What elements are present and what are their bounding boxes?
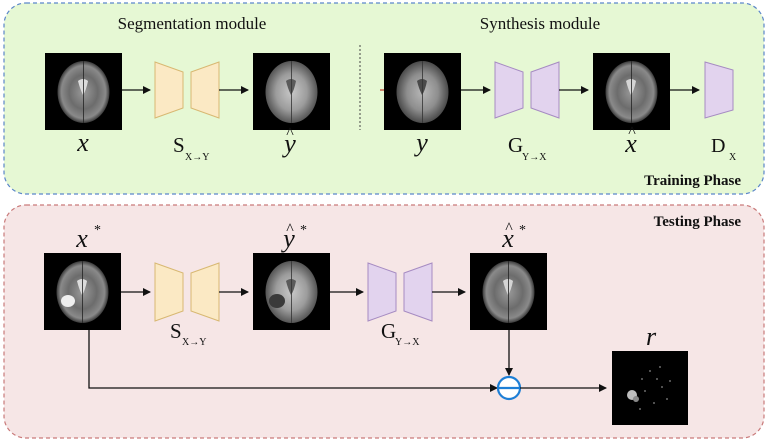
label-disc-main: D [711,135,725,157]
label-residual: r [646,322,657,351]
label-test-seg-main: S [170,319,182,343]
brain-y-hat-star-image [253,253,330,330]
label-disc-sub: X [729,152,737,163]
training-phase-panel: Segmentation module Synthesis module Tra… [3,2,765,195]
label-x-hat-star-caret: ^ [505,220,513,237]
label-gen-sub: Y→X [522,152,547,163]
label-y-hat-star: y [280,224,295,253]
brain-residual-image [612,351,688,425]
brain-x-hat-image [593,53,670,130]
segmentation-network-test-icon [154,262,220,322]
testing-phase-panel: Testing Phase x * S X→Y y ^ * [3,204,765,439]
label-x-hat-star: x [501,224,514,253]
segmentation-network-icon [154,61,220,119]
generator-network-test-icon [367,262,433,322]
label-y-hat-star-sup: * [300,223,307,238]
label-seg-sub: X→Y [185,152,209,163]
brain-y-image [384,53,461,130]
discriminator-network-icon [704,61,734,119]
label-test-gen-sub: Y→X [395,337,420,348]
label-y-hat-star-caret: ^ [286,221,294,238]
segmentation-module-title: Segmentation module [118,14,267,33]
label-y: y [413,128,428,157]
label-x-hat-star-sup: * [519,223,526,238]
brain-x-hat-star-image [470,253,547,330]
testing-phase-label: Testing Phase [654,214,742,230]
label-gen-main: G [508,133,523,157]
label-test-seg-sub: X→Y [182,337,206,348]
generator-network-icon [494,61,560,119]
label-seg-main: S [173,133,185,157]
label-x-hat-caret: ^ [628,124,636,141]
training-phase-label: Training Phase [644,173,741,189]
label-y-hat: y [281,129,296,158]
label-x-star: x [75,224,88,253]
minus-circle-icon [496,375,522,401]
label-x-hat: x [624,129,637,158]
label-test-gen-main: G [381,319,396,343]
label-x-star-sup: * [94,223,101,238]
synthesis-module-title: Synthesis module [480,14,600,33]
skip-connection-line [88,330,498,392]
brain-x-image [45,53,122,130]
label-x: x [76,128,89,157]
label-y-hat-caret: ^ [286,125,294,142]
brain-x-star-image [44,253,121,330]
brain-y-hat-image [253,53,330,130]
